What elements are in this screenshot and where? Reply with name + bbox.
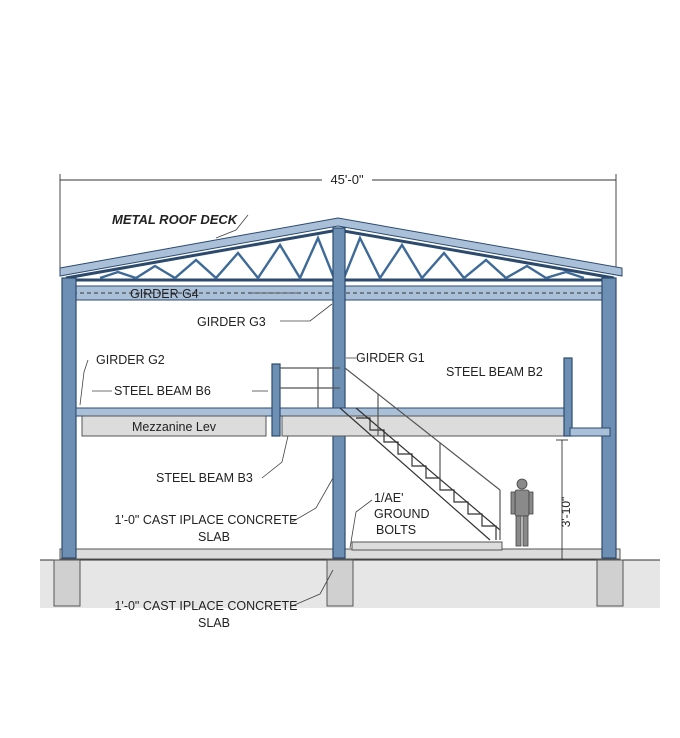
steel-beam-b3-label: STEEL BEAM B3 xyxy=(156,471,253,485)
mezzanine-slab-left xyxy=(81,415,267,437)
girder-g4-label: GIRDER G4 xyxy=(130,287,199,301)
slab-upper-label-line1: 1'-0" CAST IPLACE CONCRETE xyxy=(114,513,297,527)
footing-center xyxy=(326,559,354,607)
leader-ground-bolts xyxy=(349,499,373,549)
scale-figure xyxy=(510,478,534,547)
truss-web-right xyxy=(342,235,585,281)
stair-treads xyxy=(356,417,497,540)
column-center xyxy=(332,227,346,559)
mezzanine-slab-right xyxy=(281,415,565,437)
height-dimension-label: 3'-10" xyxy=(559,497,573,528)
mezzanine-label: Mezzanine Lev xyxy=(132,420,217,434)
column-left xyxy=(61,277,77,559)
footing-left xyxy=(53,559,81,607)
mezzanine-beam-right xyxy=(277,407,569,417)
leader-slab-upper xyxy=(291,477,334,523)
leader-steel-beam-b3 xyxy=(261,435,289,479)
dimension-label-bg xyxy=(322,170,372,188)
steel-beam-b6 xyxy=(75,407,273,417)
footing-right xyxy=(596,559,624,607)
steel-beam-b2-label: STEEL BEAM B2 xyxy=(446,365,543,379)
stair-landing-pad xyxy=(351,541,503,551)
bolts-label-line3: BOLTS xyxy=(376,523,416,537)
column-right xyxy=(601,277,617,559)
leader-roof-deck xyxy=(215,214,249,239)
stair-stringer-top xyxy=(355,407,501,531)
leader-girder-g2 xyxy=(79,359,89,406)
slab-lower-label-line2: SLAB xyxy=(198,616,230,630)
metal-roof-deck xyxy=(59,217,623,277)
stair-stringer-bottom xyxy=(339,407,491,541)
steel-beam-b2 xyxy=(563,357,573,437)
leader-girder-g3 xyxy=(280,303,333,322)
girder-g2-label: GIRDER G2 xyxy=(96,353,165,367)
slab-upper-label-line2: SLAB xyxy=(198,530,230,544)
bolts-label-line1: 1/AE' xyxy=(374,491,404,505)
girder-g1-label: GIRDER G1 xyxy=(356,351,425,365)
leader-slab-lower xyxy=(291,569,334,607)
steel-beam-b6-label: STEEL BEAM B6 xyxy=(114,384,211,398)
guard-post xyxy=(271,363,281,437)
stair-handrail xyxy=(344,367,501,491)
girder-g3-label: GIRDER G3 xyxy=(197,315,266,329)
overall-dimension-label: 45'-0" xyxy=(330,172,364,187)
bolts-label-line2: GROUND xyxy=(374,507,430,521)
truss-web-left xyxy=(99,234,336,281)
mezzanine-edge-beam xyxy=(569,427,611,437)
roof-deck-label: METAL ROOF DECK xyxy=(112,212,239,227)
slab-lower-label-line1: 1'-0" CAST IPLACE CONCRETE xyxy=(114,599,297,613)
